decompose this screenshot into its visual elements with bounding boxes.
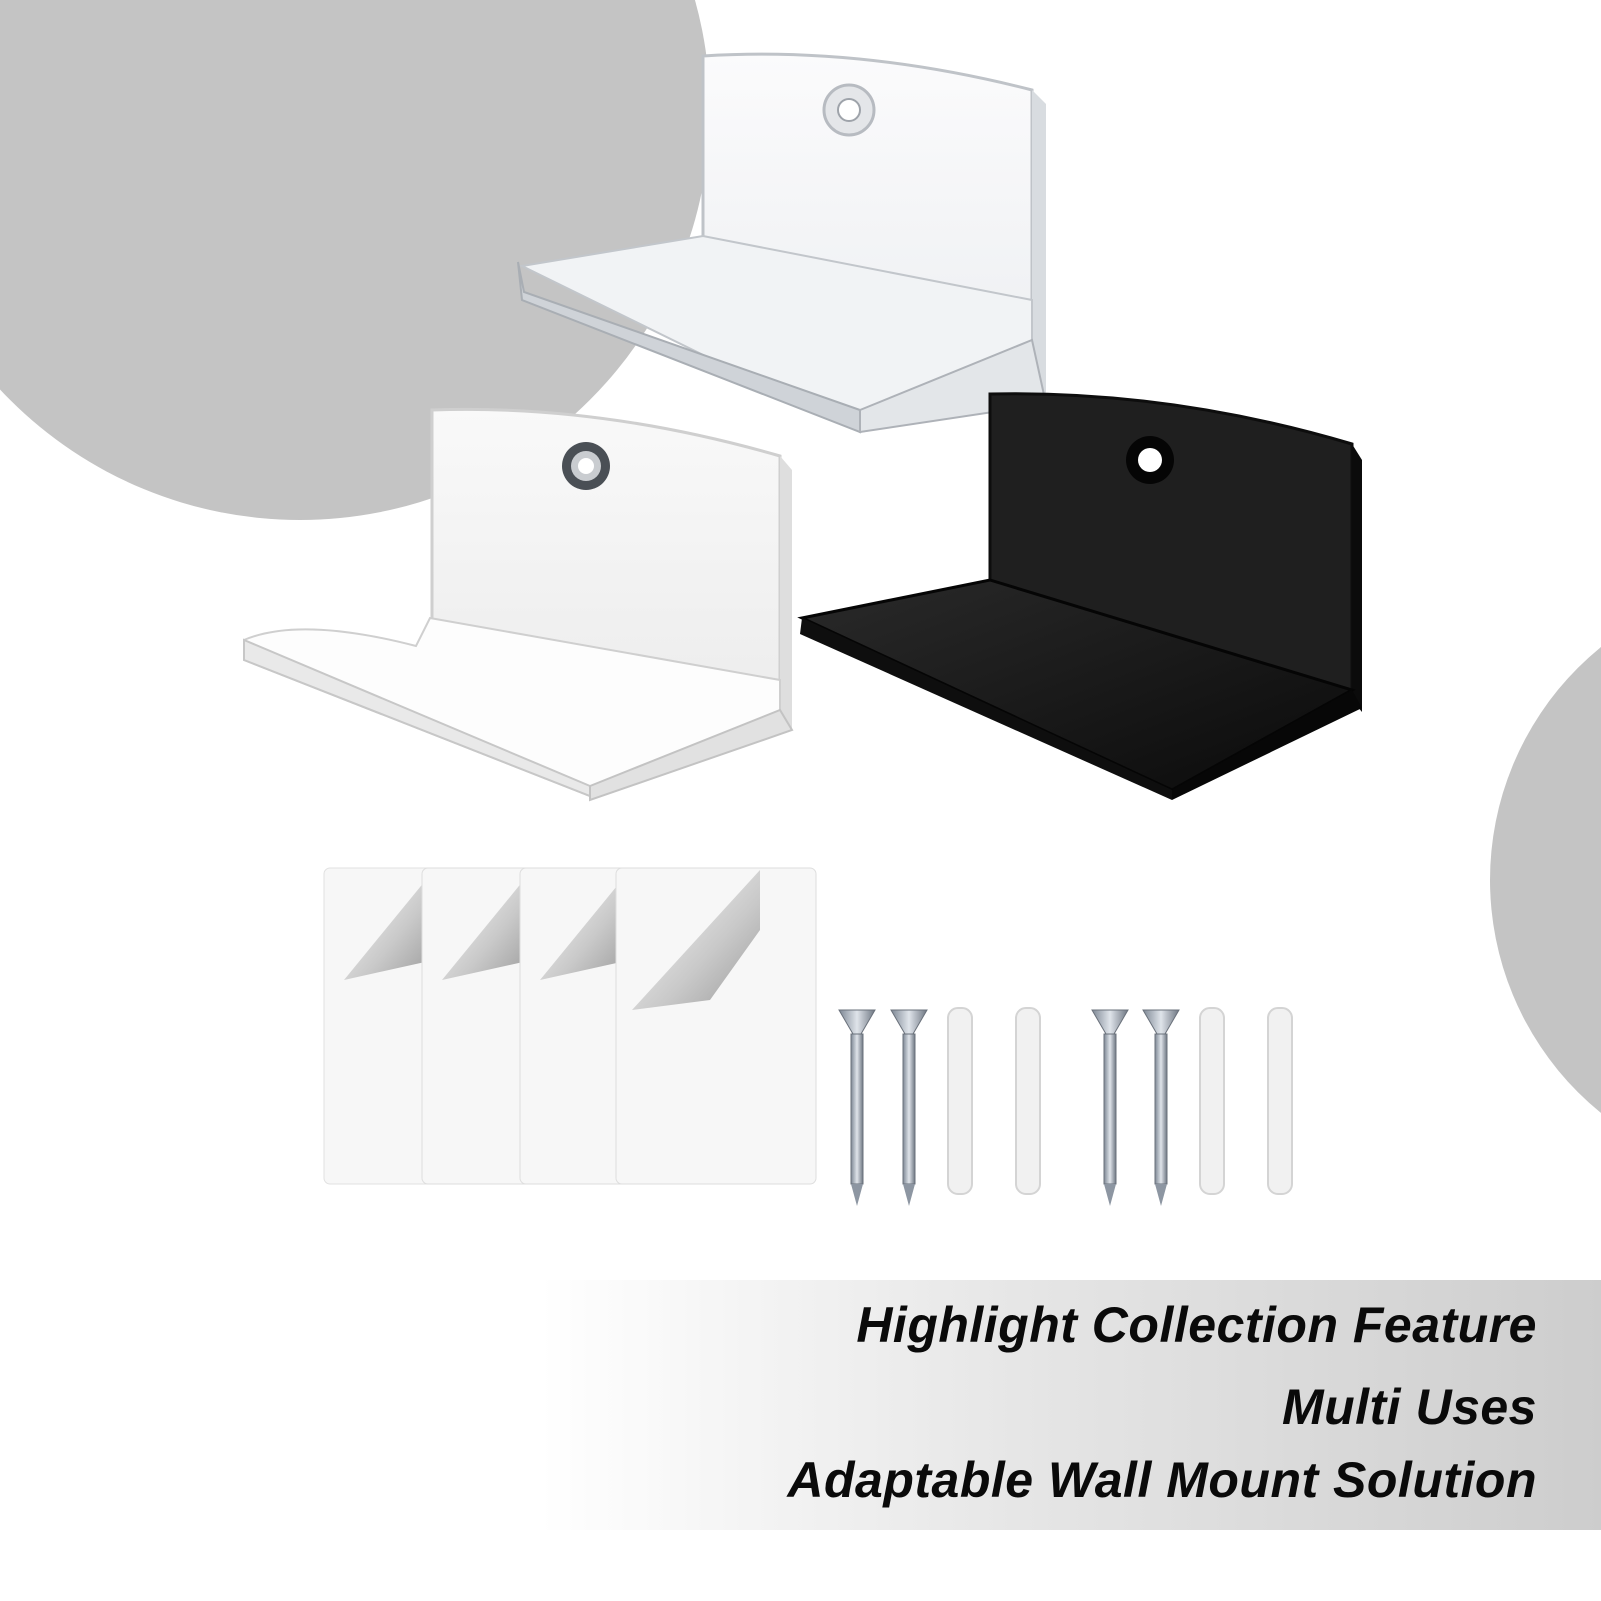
screw <box>838 1009 876 1206</box>
black-shelf <box>797 392 1362 800</box>
screw <box>1091 1009 1129 1206</box>
screw <box>890 1009 928 1206</box>
caption-line-3: Adaptable Wall Mount Solution <box>787 1452 1537 1508</box>
wall-anchor <box>1199 1007 1225 1195</box>
screw <box>1142 1009 1180 1206</box>
clear-acrylic-shelf <box>517 52 1048 434</box>
caption-line-1: Highlight Collection Feature <box>856 1297 1537 1353</box>
white-shelf <box>243 407 794 802</box>
wall-anchor <box>1015 1007 1041 1195</box>
wall-anchor <box>947 1007 973 1195</box>
caption-line-2: Multi Uses <box>1281 1379 1537 1435</box>
decor-circle-top-left <box>0 0 710 520</box>
wall-anchor <box>1267 1007 1293 1195</box>
adhesive-pads <box>323 867 817 1185</box>
adhesive-pad <box>615 867 817 1185</box>
caption-band <box>540 1280 1601 1530</box>
decor-circle-right <box>1490 647 1601 1113</box>
screws-and-anchors <box>838 1007 1293 1206</box>
adhesive-pad <box>519 867 631 1185</box>
adhesive-pad <box>421 867 533 1185</box>
adhesive-pad <box>323 867 435 1185</box>
